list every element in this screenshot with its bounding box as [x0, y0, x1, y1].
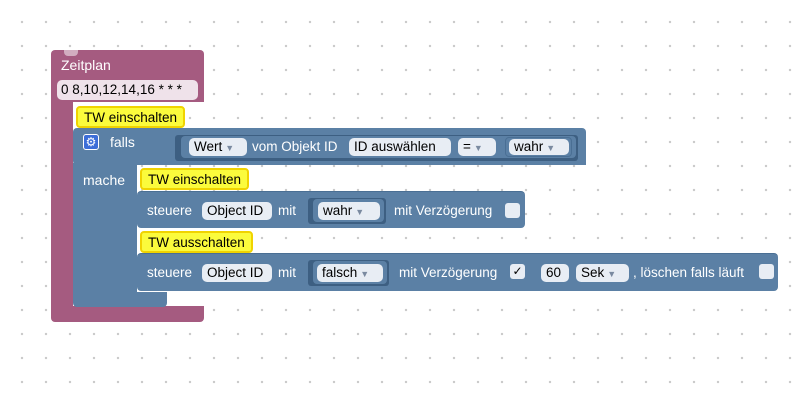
control-off-value-label: falsch: [322, 265, 358, 280]
control-on-delay-label: mit Verzögerung: [394, 203, 493, 218]
chevron-down-icon: ▼: [355, 207, 365, 217]
object-id-select[interactable]: ID auswählen: [349, 138, 451, 156]
if-mache-label: mache: [83, 172, 126, 188]
value-type-label: Wert: [194, 139, 223, 154]
control-off-delay-label: mit Verzögerung: [399, 265, 498, 280]
operator-label: =: [463, 139, 471, 154]
control-on-verb: steuere: [147, 203, 193, 218]
schedule-top-notch: [64, 50, 78, 56]
clear-if-running-checkbox[interactable]: [759, 264, 774, 279]
comment-inner-on[interactable]: TW einschalten: [140, 168, 250, 190]
control-off-with: mit: [278, 265, 296, 280]
chevron-down-icon: ▼: [225, 143, 235, 153]
control-off-value-dropdown[interactable]: falsch▼: [317, 264, 383, 282]
settings-gear-icon[interactable]: ⚙: [83, 134, 99, 150]
control-on-with: mit: [278, 203, 296, 218]
schedule-block-spine: [51, 100, 73, 322]
delay-unit-label: Sek: [581, 265, 605, 280]
operator-dropdown[interactable]: =▼: [458, 138, 496, 156]
chevron-down-icon: ▼: [546, 143, 556, 153]
delay-unit-dropdown[interactable]: Sek▼: [576, 264, 629, 282]
control-on-object-id[interactable]: Object ID: [202, 202, 272, 220]
value-type-dropdown[interactable]: Wert▼: [189, 138, 247, 156]
if-block-spine: [73, 163, 137, 293]
comment-inner-off[interactable]: TW ausschalten: [140, 231, 253, 253]
if-falls-label: falls: [110, 134, 135, 150]
control-off-object-id[interactable]: Object ID: [202, 264, 272, 282]
control-off-verb: steuere: [147, 265, 193, 280]
if-block-footer: [73, 292, 167, 307]
chevron-down-icon: ▼: [360, 269, 370, 279]
compare-value-label: wahr: [514, 139, 544, 154]
control-off-delay-checkbox[interactable]: ✓: [510, 264, 525, 279]
comment-outer[interactable]: TW einschalten: [76, 106, 186, 128]
chevron-down-icon: ▼: [473, 143, 483, 153]
schedule-title: Zeitplan: [61, 57, 111, 73]
clear-if-running-label: , löschen falls läuft: [633, 265, 745, 280]
cron-expression-field[interactable]: 0 8,10,12,14,16 * * *: [57, 80, 198, 100]
chevron-down-icon: ▼: [607, 269, 617, 279]
control-on-value-label: wahr: [323, 203, 353, 218]
compare-value-dropdown[interactable]: wahr▼: [509, 139, 569, 155]
schedule-block-footer: [51, 306, 204, 322]
from-object-label: vom Objekt ID: [252, 139, 338, 154]
control-on-value-dropdown[interactable]: wahr▼: [318, 202, 380, 220]
delay-amount-field[interactable]: 60: [541, 264, 569, 282]
control-on-delay-checkbox[interactable]: [505, 203, 520, 218]
